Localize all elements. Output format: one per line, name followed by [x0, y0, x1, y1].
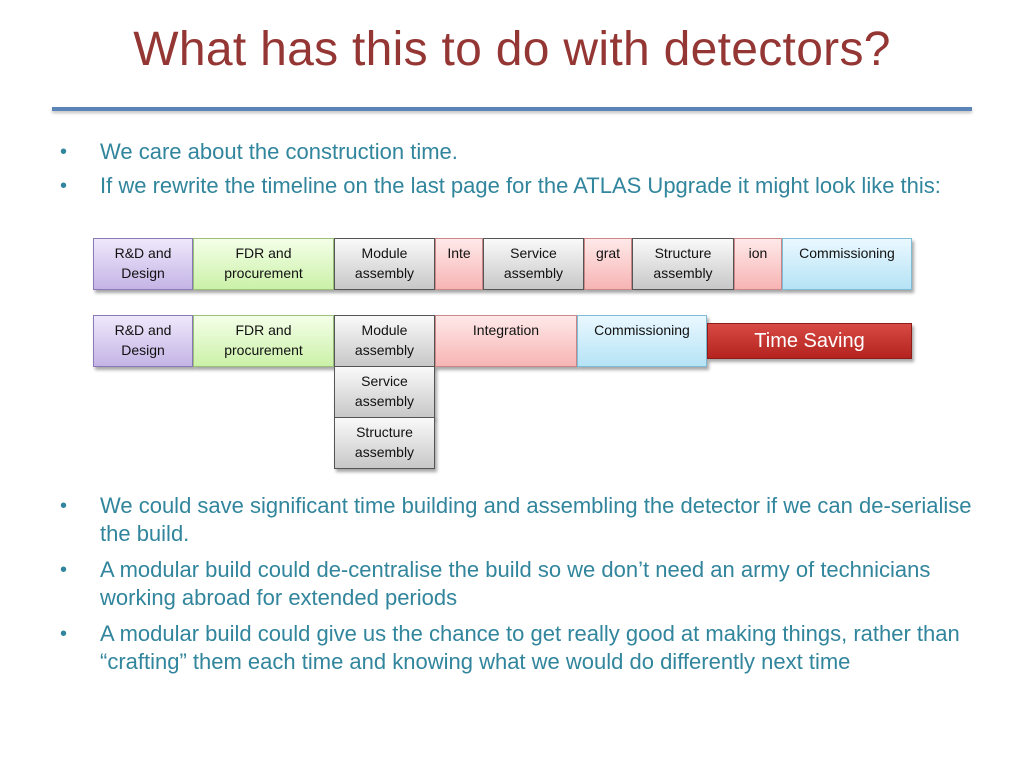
box-line: Commissioning	[799, 245, 895, 261]
box-line: FDR and	[235, 245, 292, 261]
serial-rd-box: R&D and Design	[93, 238, 193, 290]
box-line: procurement	[224, 265, 303, 281]
bullet-icon: •	[60, 495, 68, 517]
box-line: grat	[595, 245, 621, 261]
box-line: R&D and	[114, 245, 172, 261]
box-line: Inte	[447, 245, 471, 261]
box-line: assembly	[354, 342, 415, 358]
bullet-icon: •	[60, 175, 68, 197]
bullet-item: • If we rewrite the timeline on the last …	[60, 172, 980, 200]
box-line: procurement	[224, 342, 303, 358]
bullet-text: A modular build could give us the chance…	[100, 621, 960, 674]
box-line: FDR and	[235, 322, 292, 338]
box-line: Design	[121, 265, 165, 281]
parallel-commissioning-box: Commissioning	[577, 315, 707, 367]
bullet-text: We care about the construction time.	[100, 139, 458, 164]
box-line: Module	[361, 245, 408, 261]
bullet-icon: •	[60, 141, 68, 163]
box-line: assembly	[354, 393, 415, 409]
box-line: Module	[361, 322, 408, 338]
bullet-text: If we rewrite the timeline on the last p…	[100, 173, 941, 198]
parallel-structure-box: Structure assembly	[334, 417, 435, 469]
box-line: Service	[510, 245, 557, 261]
box-line: assembly	[354, 265, 415, 281]
parallel-integration-box: Integration	[435, 315, 577, 367]
parallel-service-box: Service assembly	[334, 366, 435, 418]
title-rule	[52, 107, 972, 111]
bullet-item: • A modular build could de-centralise the…	[60, 556, 980, 612]
serial-service-box: Service assembly	[483, 238, 584, 290]
box-line: Service	[361, 373, 408, 389]
time-saving-bar: Time Saving	[707, 323, 912, 359]
box-line: Integration	[472, 322, 540, 338]
bullet-icon: •	[60, 559, 68, 581]
serial-structure-box: Structure assembly	[632, 238, 734, 290]
serial-fdr-box: FDR and procurement	[193, 238, 334, 290]
bullet-text: A modular build could de-centralise the …	[100, 557, 931, 610]
bullet-text: We could save significant time building …	[100, 493, 972, 546]
box-line: assembly	[354, 444, 415, 460]
parallel-rd-box: R&D and Design	[93, 315, 193, 367]
parallel-fdr-box: FDR and procurement	[193, 315, 334, 367]
parallel-module-box: Module assembly	[334, 315, 435, 367]
serial-commissioning-box: Commissioning	[782, 238, 912, 290]
bottom-bullet-list: • We could save significant time building…	[60, 492, 980, 684]
serial-ion-box: ion	[734, 238, 782, 290]
top-bullet-list: • We care about the construction time. • I…	[60, 138, 980, 206]
box-line: assembly	[503, 265, 564, 281]
box-line: Structure	[356, 424, 413, 440]
box-line: ion	[748, 245, 768, 261]
bullet-icon: •	[60, 623, 68, 645]
box-line: R&D and	[114, 322, 172, 338]
slide-title: What has this to do with detectors?	[133, 23, 891, 76]
box-line: Structure	[654, 245, 712, 261]
bullet-item: • We care about the construction time.	[60, 138, 980, 166]
box-line: Design	[121, 342, 165, 358]
serial-inte-box: Inte	[435, 238, 483, 290]
serial-grat-box: grat	[584, 238, 632, 290]
box-line: Commissioning	[594, 322, 690, 338]
box-line: assembly	[653, 265, 713, 281]
bullet-item: • A modular build could give us the chanc…	[60, 620, 980, 676]
bullet-item: • We could save significant time building…	[60, 492, 980, 548]
serial-module-box: Module assembly	[334, 238, 435, 290]
